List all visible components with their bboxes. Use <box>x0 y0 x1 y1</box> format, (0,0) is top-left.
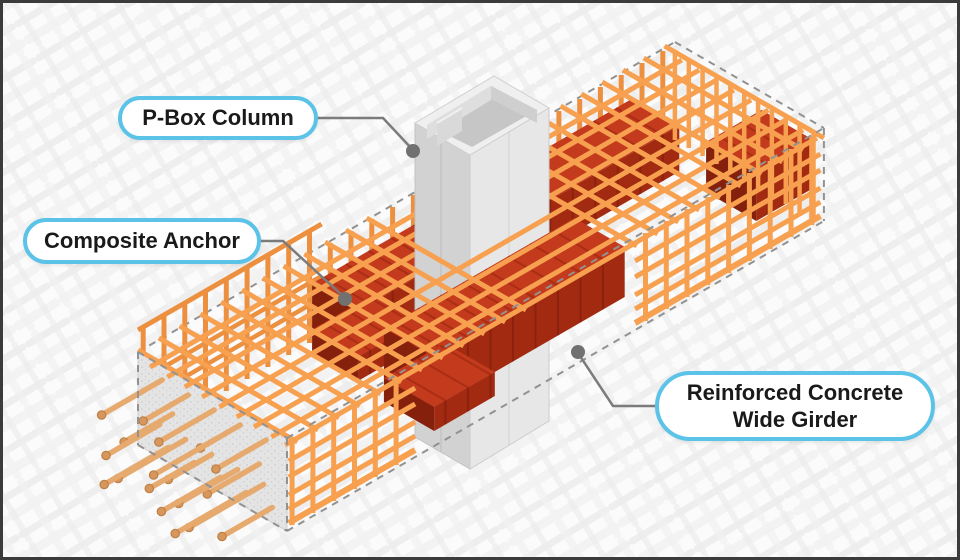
rebar-top-mat-front <box>136 97 819 448</box>
callout-pbox-column: P-Box Column <box>118 96 318 140</box>
callout-wide-girder: Reinforced Concrete Wide Girder <box>655 371 935 441</box>
concrete-end-face-and-dowels <box>96 351 288 542</box>
callout-connector-anchor <box>258 239 352 306</box>
composite-anchor-front-row <box>383 218 625 431</box>
callout-connector-girder <box>571 345 656 408</box>
callout-wide-girder-line1: Reinforced Concrete <box>686 379 904 405</box>
isometric-girder-column-illustration <box>3 3 957 557</box>
rebar-front-stirrups <box>289 137 815 525</box>
callout-composite-anchor-label: Composite Anchor <box>44 228 240 254</box>
callout-connector-pbox <box>316 116 420 158</box>
callout-pbox-column-label: P-Box Column <box>142 105 294 131</box>
callout-wide-girder-line2: Wide Girder <box>732 407 858 432</box>
girder-outline-dashed-box <box>137 41 825 532</box>
rebar-bottom-bars <box>287 151 822 526</box>
callout-composite-anchor: Composite Anchor <box>23 218 261 264</box>
